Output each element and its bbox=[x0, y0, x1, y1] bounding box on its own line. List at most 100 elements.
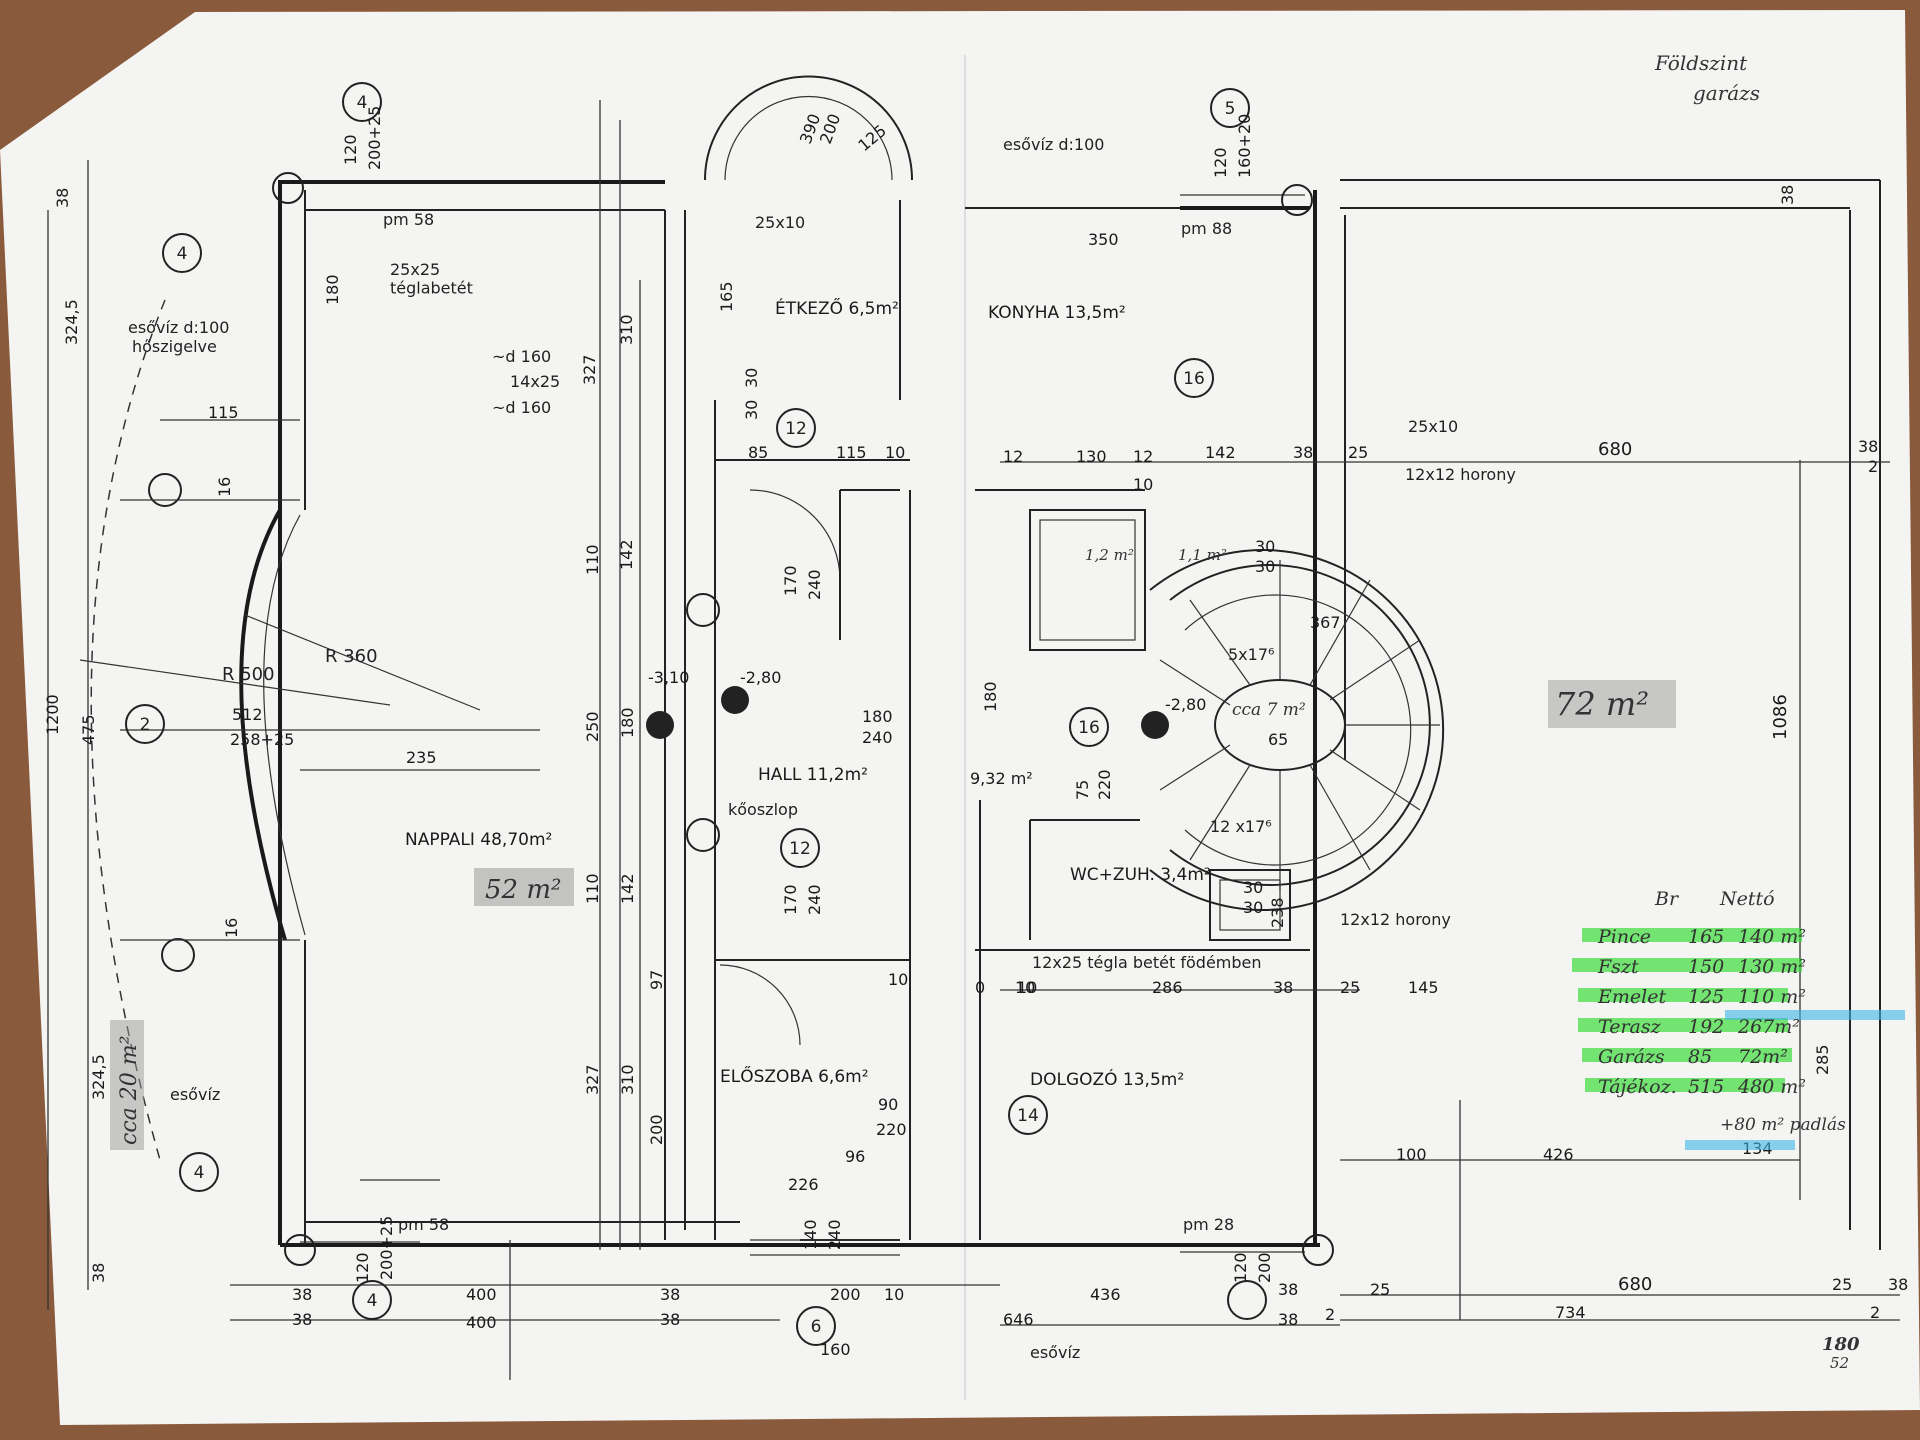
dim-text: 120 bbox=[1211, 147, 1230, 178]
dim-text: 436 bbox=[1090, 1285, 1121, 1304]
axis-label: 6 bbox=[811, 1317, 822, 1337]
dim-text: 10 bbox=[1015, 978, 1035, 997]
axis-marker-circles bbox=[125, 82, 1267, 1346]
dim-text: 10 bbox=[884, 1285, 904, 1304]
handwritten-areas: 52 m² 72 m² cca 20 m² cca 7 m² 1,2 m² 1,… bbox=[110, 546, 1676, 1150]
room-konyha: KONYHA 13,5m² bbox=[988, 303, 1126, 323]
dim-text: 38 bbox=[292, 1310, 312, 1329]
axis-marker-labels: 4 4 4 4 5 2 12 12 16 16 14 6 bbox=[140, 93, 1236, 1337]
legend-label: Pince bbox=[1597, 926, 1651, 948]
dim-text: 680 bbox=[1598, 439, 1632, 460]
dim-text: 145 bbox=[1408, 978, 1439, 997]
legend-netto: 110 m² bbox=[1738, 986, 1806, 1008]
dim-text: 142 bbox=[618, 873, 637, 904]
dimension-lines bbox=[47, 100, 1900, 1380]
flue-label: ~d 160 bbox=[492, 347, 551, 366]
legend-netto: 72m² bbox=[1738, 1046, 1788, 1068]
dim-text: 140 bbox=[801, 1219, 820, 1250]
dim-text: 327 bbox=[580, 354, 599, 385]
dim-text: 367 bbox=[1310, 613, 1341, 632]
dim-text: 426 bbox=[1543, 1145, 1574, 1164]
hoszigelve-label: hőszigelve bbox=[132, 337, 217, 356]
axis-label: 2 bbox=[140, 715, 151, 735]
axis-label: 12 bbox=[785, 419, 807, 439]
dim-text: 324,5 bbox=[89, 1054, 108, 1100]
dim-text: 120 bbox=[341, 134, 360, 165]
dim-text: 38 bbox=[1293, 443, 1313, 462]
radius-label: R 500 bbox=[222, 664, 275, 685]
dim-text: 100 bbox=[1396, 1145, 1427, 1164]
dim-text: 220 bbox=[876, 1120, 907, 1139]
horony-label: 12x12 horony bbox=[1340, 910, 1451, 929]
pm-label: pm 58 bbox=[398, 1215, 449, 1234]
pm-label: pm 28 bbox=[1183, 1215, 1234, 1234]
legend-br: 150 bbox=[1688, 956, 1724, 978]
dim-text: 250 bbox=[583, 711, 602, 742]
dim-text: -2,80 bbox=[740, 668, 781, 687]
koszlop-label: kőoszlop bbox=[728, 800, 798, 819]
dim-text: 38 bbox=[1888, 1275, 1908, 1294]
axis-label: 16 bbox=[1078, 718, 1100, 738]
dim-text: 165 bbox=[717, 281, 736, 312]
area-legend: Br Nettó Pince 165 140 m² Fszt 150 130 m… bbox=[1572, 888, 1905, 1150]
corner-note-line: Földszint bbox=[1654, 51, 1748, 75]
dim-text: 120 bbox=[1231, 1252, 1250, 1283]
dining-bay bbox=[704, 75, 913, 181]
dim-text: 220 bbox=[1095, 769, 1114, 800]
dim-text: 475 bbox=[79, 714, 98, 745]
axis-label: 5 bbox=[1225, 99, 1236, 119]
dim-text: 110 bbox=[583, 544, 602, 575]
wc-area-note: 1,2 m² bbox=[1085, 546, 1134, 564]
legend-netto: 140 m² bbox=[1738, 926, 1806, 948]
pm-label: pm 88 bbox=[1181, 219, 1232, 238]
dim-text: 646 bbox=[1003, 1310, 1034, 1329]
dim-text: 180 bbox=[981, 681, 1000, 712]
dim-text: 38 bbox=[660, 1285, 680, 1304]
axis-label: 14 bbox=[1017, 1106, 1039, 1126]
size-label: 25x10 bbox=[1408, 417, 1458, 436]
legend-label: Emelet bbox=[1597, 986, 1666, 1008]
dim-text: 25 bbox=[1348, 443, 1368, 462]
dim-text: 180 bbox=[323, 274, 342, 305]
dim-text: 120 bbox=[353, 1252, 372, 1283]
dim-text: 115 bbox=[208, 403, 239, 422]
esoviz-label: esővíz bbox=[1030, 1343, 1080, 1362]
dim-text: 38 bbox=[1858, 437, 1878, 456]
dim-text: 130 bbox=[1076, 447, 1107, 466]
dim-text: 734 bbox=[1555, 1303, 1586, 1322]
dim-text: 25 bbox=[1832, 1275, 1852, 1294]
room-nappali: NAPPALI 48,70m² bbox=[405, 830, 552, 850]
dim-text: 200+25 bbox=[365, 106, 384, 170]
dim-text: 16 bbox=[222, 918, 241, 938]
stair-label: 5x17⁶ bbox=[1228, 645, 1274, 664]
garage-area-note: 72 m² bbox=[1555, 685, 1649, 723]
dim-text: 10 bbox=[1017, 978, 1037, 997]
legend-header: Br bbox=[1654, 888, 1680, 910]
dim-text: 9,32 m² bbox=[970, 769, 1033, 788]
dim-text: 180 bbox=[618, 707, 637, 738]
legend-label: Terasz bbox=[1598, 1016, 1662, 1038]
nappali-area-note: 52 m² bbox=[485, 875, 561, 905]
dim-text: 160 bbox=[820, 1340, 851, 1359]
axis-label: 4 bbox=[367, 1291, 378, 1311]
dim-text: 97 bbox=[647, 970, 666, 990]
room-etkezo: ÉTKEZŐ 6,5m² bbox=[775, 297, 899, 319]
dim-text: 0 bbox=[975, 978, 985, 997]
corner-note: Földszint garázs bbox=[1654, 51, 1760, 105]
dim-text: 258+25 bbox=[230, 730, 294, 749]
radius-line bbox=[79, 659, 391, 706]
terrace-arc bbox=[90, 299, 166, 1161]
legend-label: Fszt bbox=[1597, 956, 1639, 978]
dim-text: 240 bbox=[862, 728, 893, 747]
dim-text: 680 bbox=[1618, 1274, 1652, 1295]
dim-text: 115 bbox=[836, 443, 867, 462]
esoviz-label: esővíz bbox=[170, 1085, 220, 1104]
dim-text: 38 bbox=[660, 1310, 680, 1329]
dim-text: 2 bbox=[1868, 457, 1878, 476]
room-labels: ÉTKEZŐ 6,5m² KONYHA 13,5m² HALL 11,2m² N… bbox=[405, 297, 1211, 1090]
dim-text: 25 bbox=[1340, 978, 1360, 997]
dim-text: 170 bbox=[781, 884, 800, 915]
dim-text: 38 bbox=[1278, 1280, 1298, 1299]
